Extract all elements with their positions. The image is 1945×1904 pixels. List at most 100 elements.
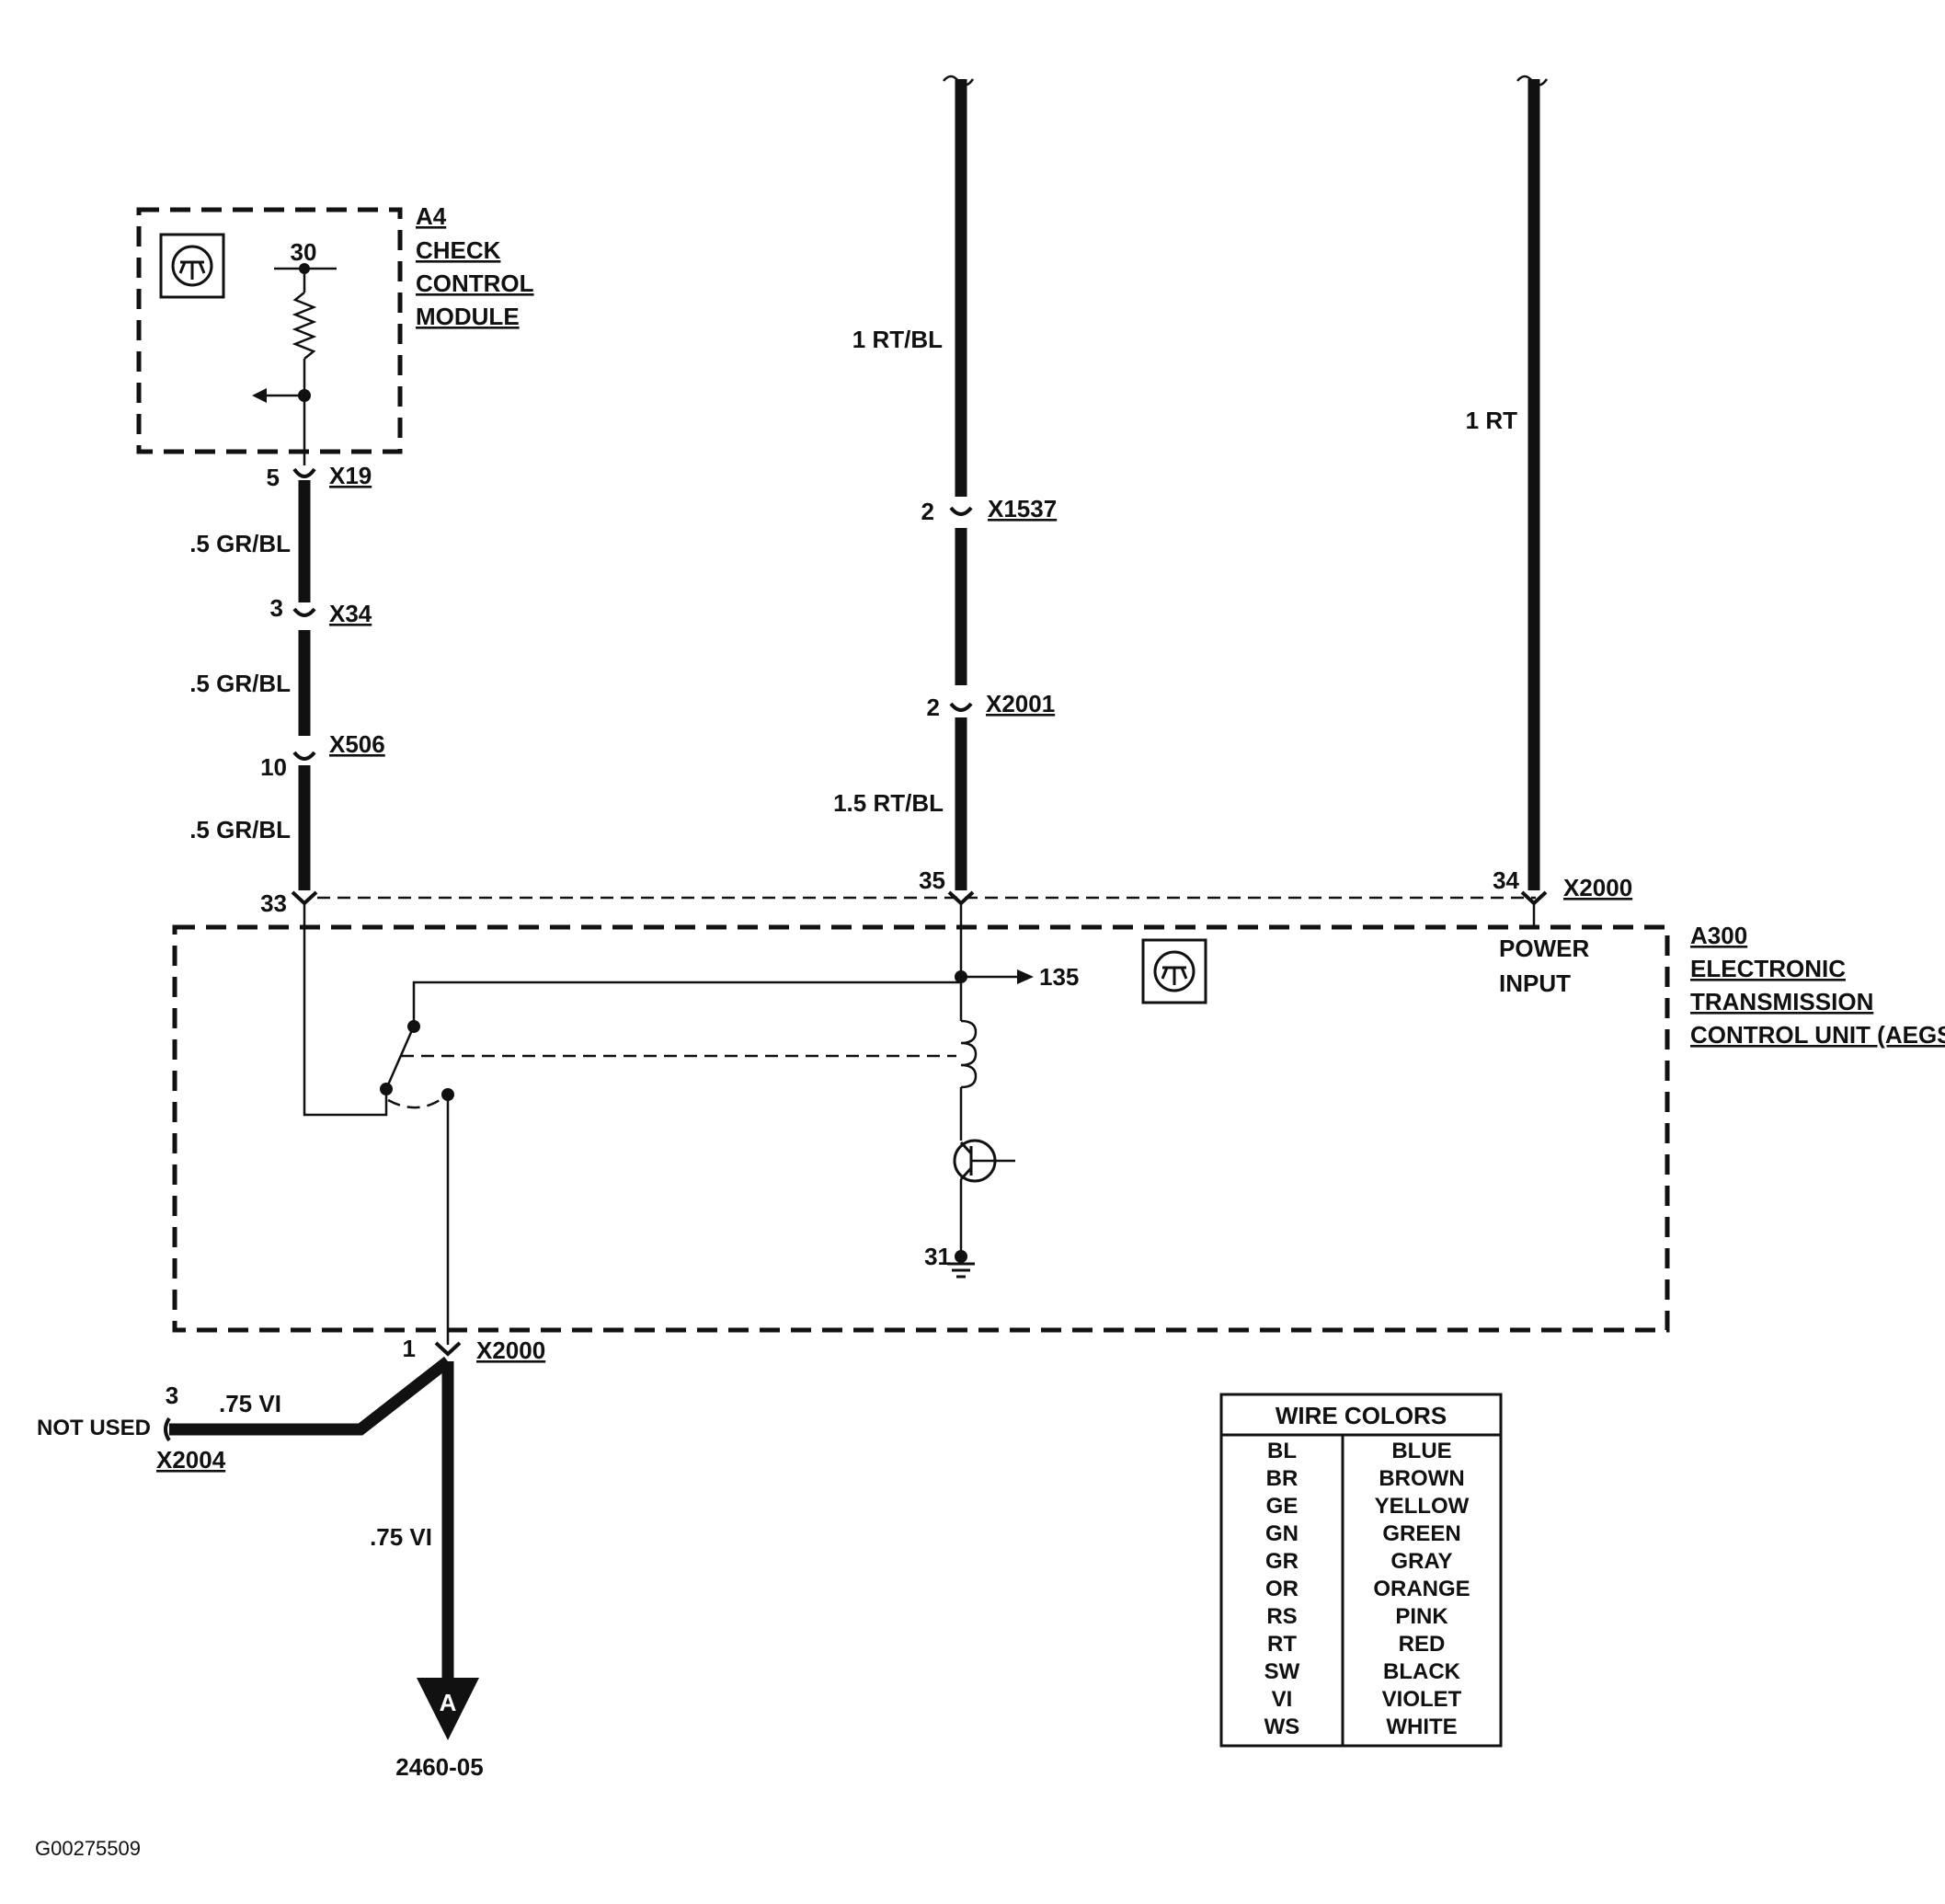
internal-wire-pin33 (303, 903, 388, 1117)
a4-id: A4 (416, 202, 447, 230)
wire-colors-legend: WIRE COLORS BL BLUE BR BROWN GE YELLOW GN GREEN… (1219, 1393, 1503, 1748)
legend-color-name: WHITE (1386, 1715, 1457, 1739)
legend-code: SW (1264, 1659, 1300, 1684)
a4-name-line3: MODULE (416, 303, 520, 330)
a4-name-line1: CHECK (416, 236, 501, 264)
ref-135: 135 (1039, 963, 1079, 991)
x1537-name: X1537 (988, 495, 1057, 522)
x34-pin: 3 (270, 594, 283, 622)
legend-color-name: ORANGE (1373, 1577, 1470, 1601)
connector-x2001 (949, 702, 973, 712)
legend-color-name: BROWN (1379, 1466, 1464, 1491)
x34-name: X34 (329, 600, 372, 627)
x19-pin: 5 (267, 464, 280, 491)
figure-id: G00275509 (35, 1837, 141, 1860)
legend-title: WIRE COLORS (1276, 1402, 1447, 1429)
arrow-letter: A (440, 1689, 457, 1716)
connector-x2000-pin33 (291, 890, 318, 906)
legend-color-name: GRAY (1390, 1549, 1452, 1574)
bottom-circuit: 1 X2000 3 .75 VI NOT USED X2004 .75 VI A… (37, 1335, 545, 1781)
wire-label-vi-down: .75 VI (370, 1523, 432, 1551)
a300-id: A300 (1690, 922, 1747, 949)
a300-name-line3: CONTROL UNIT (AEGS) (1690, 1021, 1945, 1049)
legend-code: RS (1266, 1604, 1297, 1629)
not-used-label: NOT USED (37, 1416, 151, 1440)
x2000-name-top: X2000 (1563, 874, 1632, 901)
legend-color-name: PINK (1395, 1604, 1448, 1629)
right-circuit: 1 RT 34 X2000 (1466, 75, 1632, 927)
wire-label-3: .5 GR/BL (189, 816, 291, 843)
a300-module-boundary (172, 924, 1670, 1333)
transistor-switch-symbol (953, 1139, 1015, 1183)
connector-x506 (292, 751, 316, 761)
ref-2460-05: 2460-05 (395, 1753, 483, 1781)
wire-label-rt: 1 RT (1466, 407, 1517, 434)
wire-label-rt-bl-top: 1 RT/BL (852, 326, 943, 353)
connector-x2000-pin1 (434, 1341, 462, 1357)
legend-code: BR (1266, 1466, 1299, 1491)
ground-terminal-31: 31 (924, 1243, 951, 1270)
legend-color-name: BLUE (1391, 1439, 1451, 1463)
legend-code: OR (1265, 1577, 1299, 1601)
legend-color-name: GREEN (1382, 1521, 1460, 1546)
x2000-pin-33: 33 (260, 889, 287, 917)
a4-name-line2: CONTROL (416, 270, 534, 297)
relay-coil-symbol (960, 1019, 978, 1089)
relay-switch-contact (384, 1029, 414, 1090)
legend-code: WS (1264, 1715, 1300, 1739)
legend-code: BL (1267, 1439, 1297, 1463)
legend-color-name: VIOLET (1382, 1687, 1462, 1712)
left-circuit: 5 X19 .5 GR/BL 3 X34 .5 GR/BL 10 X506 .5… (189, 462, 385, 917)
legend-code: GN (1265, 1521, 1299, 1546)
x506-name: X506 (329, 730, 385, 758)
legend-color-name: RED (1399, 1632, 1446, 1657)
a300-name-line1: ELECTRONIC (1690, 955, 1846, 982)
relay-contact-dashed (387, 1095, 446, 1109)
legend-code: GR (1265, 1549, 1299, 1574)
legend-frame (1219, 1393, 1503, 1748)
x506-pin: 10 (260, 753, 287, 781)
connector-x19 (292, 467, 316, 478)
arrow-right-icon (1017, 969, 1034, 984)
power-input-line2: INPUT (1499, 969, 1571, 997)
wire-label-vi-branch: .75 VI (219, 1390, 281, 1417)
legend-code: VI (1272, 1687, 1293, 1712)
ground-symbol-icon (947, 1262, 975, 1279)
a4-check-control-module: 30 A4 CHECK CONTROL MODULE (136, 202, 534, 465)
wire-vi-branch (169, 1356, 452, 1436)
a4-module-boundary (136, 207, 403, 454)
a4-terminal-30: 30 (291, 238, 317, 266)
arrow-left-icon (252, 388, 267, 403)
transistor-symbol-icon (159, 233, 225, 299)
legend-code: GE (1266, 1494, 1299, 1519)
x19-name: X19 (329, 462, 372, 489)
connector-x1537 (949, 506, 973, 516)
a300-transmission-control-unit: POWER INPUT A300 ELECTRONIC TRANSMISSION… (172, 903, 1945, 1345)
x2000-pin-1: 1 (403, 1335, 416, 1362)
x1537-pin: 2 (921, 498, 934, 525)
legend-rows: BL BLUE BR BROWN GE YELLOW GN GREEN GR GRAY OR ORAN… (1264, 1439, 1470, 1739)
connector-x2000-pin35 (947, 890, 975, 906)
branch-pin-3: 3 (166, 1382, 178, 1409)
x2004-name: X2004 (156, 1446, 226, 1474)
transistor-symbol-icon (1141, 938, 1207, 1004)
wire-label-1: .5 GR/BL (189, 530, 291, 557)
a300-name-line2: TRANSMISSION (1690, 988, 1873, 1015)
x2000-name-bottom: X2000 (476, 1336, 545, 1364)
arrow-down-icon (417, 1678, 479, 1740)
x2000-pin-34: 34 (1493, 866, 1519, 894)
x2000-pin-35: 35 (919, 866, 945, 894)
legend-code: RT (1267, 1632, 1297, 1657)
resistor-symbol (292, 292, 317, 360)
wire-label-rt-bl-bottom: 1.5 RT/BL (833, 789, 944, 817)
power-input-line1: POWER (1499, 935, 1589, 962)
connector-x34 (292, 607, 316, 617)
legend-color-name: YELLOW (1375, 1494, 1470, 1519)
connector-x2004 (164, 1417, 171, 1442)
internal-wire-switch-supply (412, 981, 961, 1027)
middle-circuit: 1 RT/BL 2 X1537 2 X2001 1.5 RT/BL 35 (833, 75, 1057, 906)
legend-color-name: BLACK (1383, 1659, 1461, 1684)
x2001-name: X2001 (986, 690, 1055, 717)
x2001-pin: 2 (927, 694, 940, 721)
